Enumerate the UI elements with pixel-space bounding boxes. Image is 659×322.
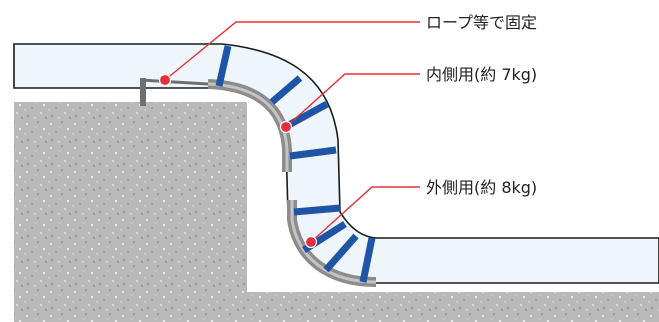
inner-protector [207,79,292,172]
outer-protector [287,200,377,287]
callout-lines [164,21,420,243]
outer-marker [304,235,318,249]
rope-marker [158,73,172,87]
outer-callout-line [310,186,420,243]
band [293,204,341,216]
band [323,233,359,273]
callout-markers [158,73,318,249]
upper-step-block [14,102,247,308]
band [215,45,232,87]
band [289,146,337,160]
lower-ground [247,292,659,322]
lower-ground-left [14,292,247,322]
inner-marker [279,120,293,134]
inner-callout-line [285,73,420,128]
rope-callout-label: ロープ等で固定 [426,13,537,32]
concrete-ground [14,102,659,322]
rope-callout-line [164,21,420,81]
outer-callout-label: 外側用(約 8kg) [426,178,537,197]
band [285,100,329,130]
inner-callout-label: 内側用(約 7kg) [426,65,537,84]
band [359,237,376,283]
rope-anchor [139,78,209,106]
band [269,75,303,105]
